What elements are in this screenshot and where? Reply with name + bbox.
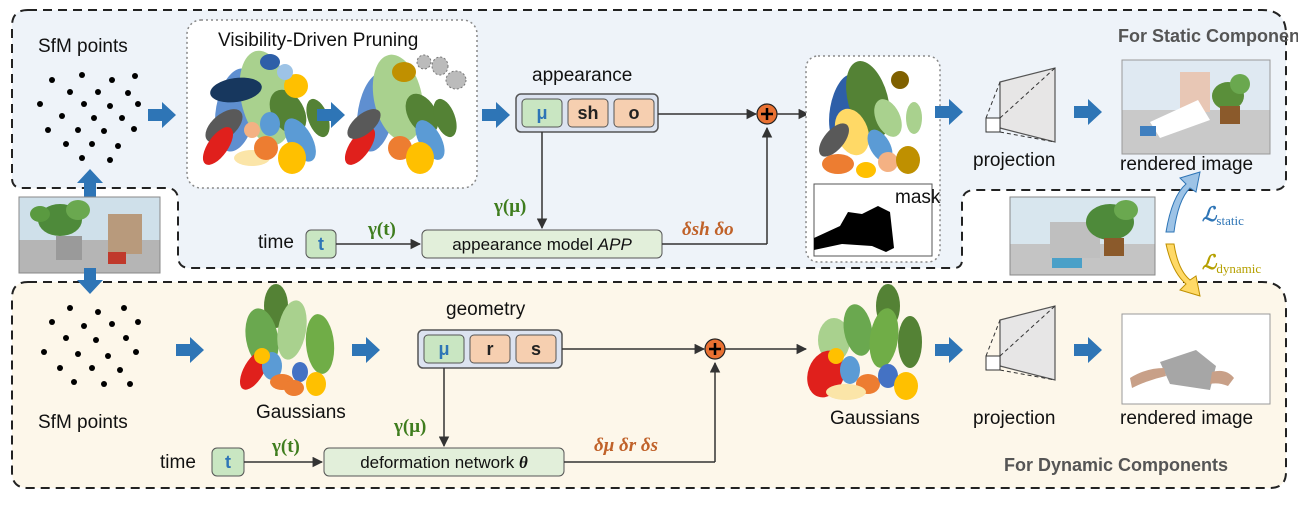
- dynamic-sfm-label: SfM points: [38, 412, 128, 433]
- rendered-image-dynamic: [1121, 313, 1271, 405]
- cell-s: [515, 334, 557, 364]
- cell-sh-label: sh: [577, 103, 598, 123]
- gaussians-right-label: Gaussians: [830, 408, 920, 429]
- pruning-title: Visibility-Driven Pruning: [218, 30, 418, 51]
- projection-icon-dynamic: [985, 305, 1056, 381]
- loss-dynamic-label: ℒdynamic: [1202, 252, 1261, 276]
- deltas-static: δsh δo: [682, 219, 734, 240]
- input-video-frame: [18, 196, 161, 274]
- cell-mu-dynamic-label: μ: [438, 339, 449, 359]
- time-label-static: time: [258, 232, 294, 253]
- static-sfm-label: SfM points: [38, 36, 128, 57]
- cell-r-label: r: [486, 339, 493, 359]
- cell-mu-static-label: μ: [536, 103, 547, 123]
- rendered-label-static: rendered image: [1120, 154, 1253, 175]
- projection-label-dynamic: projection: [973, 408, 1055, 429]
- gamma-mu-dynamic: γ(μ): [393, 416, 426, 437]
- cell-o-label: o: [629, 103, 640, 123]
- static-gaussians-render: [819, 61, 922, 178]
- loss-static-label: ℒstatic: [1202, 204, 1244, 228]
- geometry-title: geometry: [446, 299, 526, 320]
- gamma-t-static: γ(t): [367, 219, 396, 240]
- cell-mu-static: [521, 98, 563, 128]
- gaussians-dynamic-right: [807, 284, 922, 400]
- projection-label-static: projection: [973, 150, 1055, 171]
- static-section-title: For Static Components: [1118, 26, 1298, 46]
- mask-label: mask: [895, 187, 941, 208]
- cell-s-label: s: [531, 339, 541, 359]
- cell-o: [613, 98, 655, 128]
- projection-icon-static: [985, 67, 1056, 143]
- loss-static-arrow: [1165, 171, 1201, 233]
- time-cell-static-label: t: [318, 234, 324, 254]
- loss-dynamic-arrow: [1165, 243, 1201, 297]
- time-cell-dynamic-label: t: [225, 452, 231, 472]
- time-label-dynamic: time: [160, 452, 196, 473]
- gamma-mu-static: γ(μ): [493, 196, 526, 217]
- gaussians-before-pruning: [202, 50, 330, 174]
- input-video-frame-right: [1009, 196, 1156, 276]
- cell-mu-dynamic: [423, 334, 465, 364]
- gamma-t-dynamic: γ(t): [271, 436, 300, 457]
- gaussians-left-label: Gaussians: [256, 402, 346, 423]
- appearance-model-label: appearance model APP: [452, 235, 632, 254]
- deformation-network-label: deformation network θ: [360, 453, 528, 472]
- rendered-image-static: [1121, 59, 1271, 155]
- rendered-label-dynamic: rendered image: [1120, 408, 1253, 429]
- deltas-dynamic: δμ δr δs: [594, 435, 658, 456]
- dynamic-section-title: For Dynamic Components: [1004, 455, 1228, 475]
- cell-sh: [567, 98, 609, 128]
- dynamic-sfm-points: [41, 305, 141, 387]
- gaussians-after-pruning: [344, 54, 467, 174]
- appearance-title: appearance: [532, 65, 632, 86]
- cell-r: [469, 334, 511, 364]
- gaussians-dynamic-left: [240, 284, 335, 396]
- static-sfm-points: [37, 72, 141, 163]
